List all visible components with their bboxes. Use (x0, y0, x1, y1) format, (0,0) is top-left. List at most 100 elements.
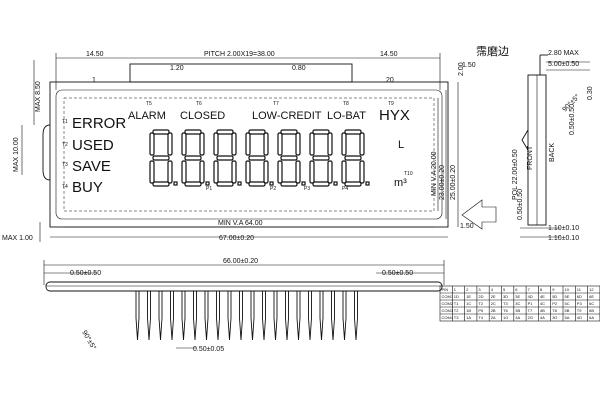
table-cell: 4B (540, 308, 545, 313)
digit-1 (149, 129, 178, 187)
table-cell: 5B (565, 308, 570, 313)
label-back: BACK (549, 143, 556, 162)
digit-7 (341, 129, 370, 187)
table-cell: 3D (503, 294, 508, 299)
table-header: 5 (503, 287, 506, 292)
table-cell: P3 (577, 301, 583, 306)
table-cell: T8 (552, 308, 557, 313)
label-t6: T6 (196, 101, 202, 107)
label-t7: T7 (273, 101, 279, 107)
bottom-dimensions: MIN V.A 64.00 67.00±0.20 MAX 1.00 1.50 (2, 220, 474, 242)
table-header: 3 (478, 287, 481, 292)
bottom-pins (135, 291, 358, 341)
table-cell: 1A (466, 315, 471, 320)
table-cell: 2G (528, 315, 533, 320)
dim-5-00: 5.00±0.50 (548, 61, 579, 68)
table-header: 12 (589, 287, 594, 292)
dim-2-80-max: 2.80 MAX (548, 50, 579, 57)
table-cell: T4 (478, 315, 483, 320)
table-cell: 5E (565, 294, 570, 299)
label-t9: T9 (388, 101, 394, 107)
digit-4 (245, 129, 274, 187)
table-cell: 6D (577, 294, 582, 299)
table-cell: 2E (491, 294, 496, 299)
digit-6 (309, 129, 338, 187)
table-header: 9 (552, 287, 555, 292)
label-t1: T1 (62, 119, 68, 125)
table-header: 6 (515, 287, 518, 292)
dim-pol: POL 22.00±0.50 (512, 149, 519, 200)
table-cell: P1 (528, 301, 534, 306)
dim-top-right: 14.50 (380, 51, 398, 58)
label-t10: T10 (404, 171, 413, 177)
seven-segment-digits (149, 129, 370, 187)
table-cell: T1 (454, 301, 459, 306)
table-cell: 1G (503, 315, 508, 320)
table-cell: COM3 (442, 308, 454, 313)
dim-0-50-top: 0.50±0.50 (569, 104, 576, 135)
table-cell: T7 (528, 308, 533, 313)
table-cell: T3 (454, 315, 459, 320)
table-cell: COM2 (442, 301, 454, 306)
label-lo-bat: LO-BAT (327, 110, 366, 122)
table-cell: T6 (503, 308, 508, 313)
table-cell: 1E (466, 294, 471, 299)
table-cell: P2 (552, 301, 558, 306)
dim-pitch: PITCH 2.00X19=38.00 (204, 51, 275, 58)
table-cell: 5D (552, 294, 557, 299)
table-cell: T2 (454, 308, 459, 313)
table-cell: 6A (589, 315, 594, 320)
label-p4: P4 (342, 186, 348, 192)
table-cell: P5 (478, 308, 484, 313)
label-front: FRONT (527, 145, 534, 170)
dim-2-00: 2.00 (458, 62, 465, 76)
digit-2 (181, 129, 210, 187)
table-header: 11 (577, 287, 582, 292)
unit-l: L (398, 139, 404, 151)
side-view: 霈磨边 2.80 MAX 5.00±0.50 0.30 90°±5° POL 2… (461, 45, 594, 242)
dim-max-10-00: MAX 10.00 (13, 137, 20, 172)
dim-0-50-bottom: 0.50±0.50 (517, 189, 524, 220)
dim-1-10-b: 1.10±0.10 (548, 235, 579, 242)
table-header: 1 (454, 287, 457, 292)
unit-m3: m³ (394, 177, 407, 189)
table-cell: 2B (491, 308, 496, 313)
top-pin-row (129, 63, 353, 83)
table-cell: 4E (540, 294, 545, 299)
dim-1-10-a: 1.10±0.10 (548, 225, 579, 232)
table-cell: 2D (478, 294, 483, 299)
dim-overall-h: 25.00±0.20 (450, 165, 457, 200)
table-cell: T2 (478, 301, 483, 306)
label-low-credit: LOW-CREDIT (252, 110, 322, 122)
table-cell: T3 (503, 301, 508, 306)
top-dimensions: 14.50 PITCH 2.00X19=38.00 14.50 1.20 0.8… (55, 51, 476, 90)
label-used: USED (72, 137, 114, 154)
table-cell: 5A (565, 315, 570, 320)
label-save: SAVE (72, 158, 111, 175)
table-header: PIN (442, 287, 449, 292)
table-cell: 5C (565, 301, 570, 306)
table-cell: COM1 (442, 294, 454, 299)
table-header: 4 (491, 287, 494, 292)
table-cell: 3G (552, 315, 557, 320)
table-header: 7 (528, 287, 531, 292)
dim-max-1-00: MAX 1.00 (2, 235, 33, 242)
dim-bottom-total: 66.00±0.20 (223, 258, 258, 265)
table-cell: 4A (540, 315, 545, 320)
dim-max-8-50: MAX 8.50 (35, 81, 42, 112)
table-cell: 6B (589, 308, 594, 313)
dim-va-h: 23.00±0.20 (439, 165, 446, 200)
label-t5: T5 (146, 101, 152, 107)
dim-min-va-w: MIN V.A 64.00 (218, 220, 263, 227)
table-cell: 1D (454, 294, 459, 299)
table-header: 2 (466, 287, 469, 292)
dim-pin-offset-left: 0.50±0.50 (70, 270, 101, 277)
table-cell: 4D (528, 294, 533, 299)
digit-5 (277, 129, 306, 187)
table-cell: 4C (540, 301, 545, 306)
pin-last-label: 20 (386, 77, 394, 84)
table-cell: 6C (589, 301, 594, 306)
label-t3: T3 (62, 162, 68, 168)
